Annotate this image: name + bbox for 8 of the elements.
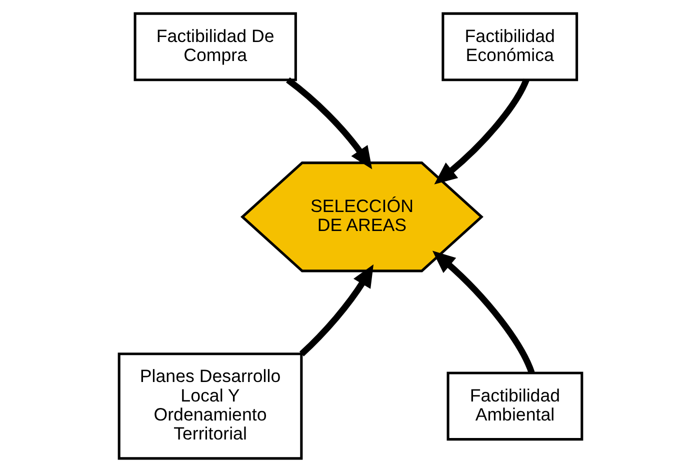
node-box: Planes Desarrollo Local Y Ordenamiento Territorial	[117, 352, 302, 460]
node-box: Factibilidad De Compra	[133, 12, 296, 82]
node-box: Factibilidad Ambiental	[446, 372, 583, 441]
arrow	[432, 250, 534, 374]
arrow	[434, 78, 529, 184]
arrow	[298, 264, 374, 356]
node-box: Factibilidad Económica	[441, 12, 578, 82]
arrow	[286, 77, 372, 170]
